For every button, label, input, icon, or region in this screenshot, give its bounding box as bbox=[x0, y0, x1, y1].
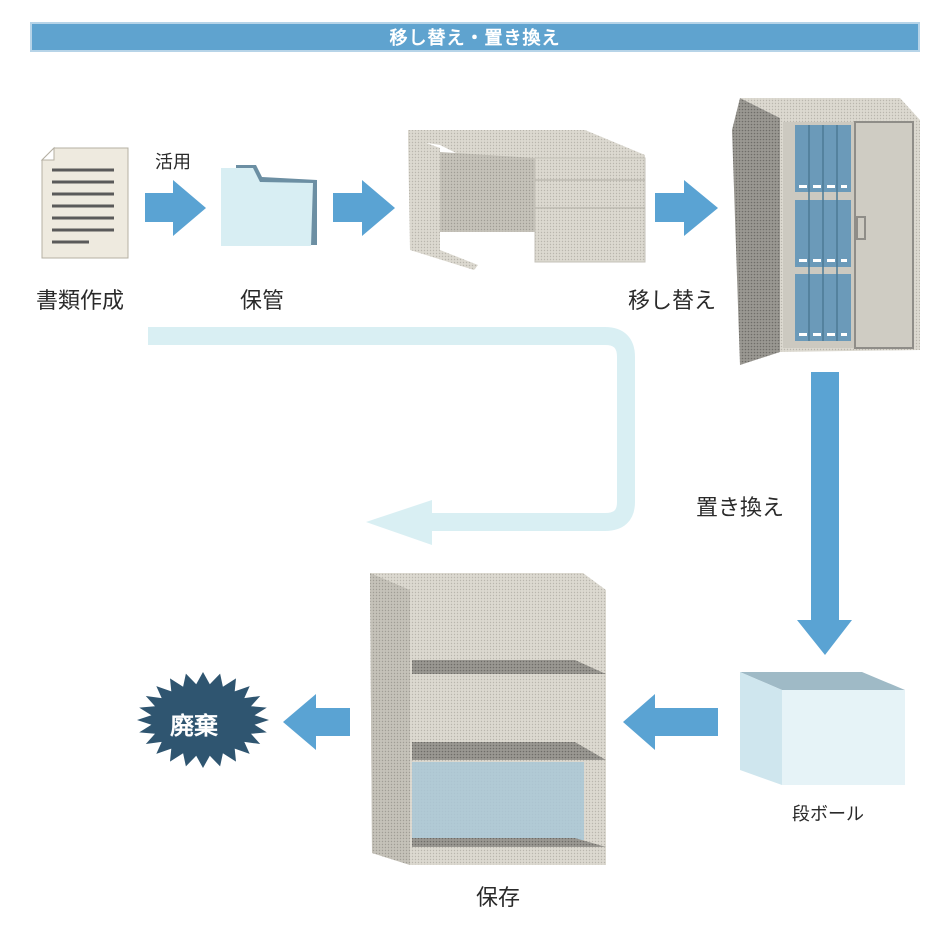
document-icon bbox=[40, 146, 129, 259]
shelf-icon bbox=[370, 573, 606, 865]
replace-label: 置き換え bbox=[696, 496, 785, 521]
folder-label: 保管 bbox=[240, 289, 285, 314]
burst-icon bbox=[137, 672, 269, 768]
arrow-right-2 bbox=[333, 180, 395, 236]
return-arrow bbox=[148, 327, 635, 531]
document-label: 書類作成 bbox=[36, 289, 125, 314]
arrow-right-3 bbox=[655, 180, 718, 236]
use-label: 活用 bbox=[155, 152, 191, 173]
arrow-right-1 bbox=[145, 180, 206, 236]
folder-icon bbox=[221, 165, 317, 246]
arrow-left-2 bbox=[283, 694, 350, 750]
cabinet-icon bbox=[732, 98, 920, 365]
diagram-title: 移し替え・置き換え bbox=[389, 28, 561, 49]
return-arrow-head bbox=[366, 500, 432, 545]
cabinet-label: 移し替え bbox=[628, 289, 717, 314]
arrow-left-1 bbox=[623, 694, 718, 750]
disposal-label: 廃棄 bbox=[170, 712, 218, 740]
cardboard-box-icon bbox=[740, 672, 905, 785]
box-label: 段ボール bbox=[792, 804, 864, 825]
desk-icon bbox=[408, 130, 646, 270]
arrow-down bbox=[797, 372, 852, 655]
shelf-label: 保存 bbox=[476, 886, 521, 911]
title-bar: 移し替え・置き換え bbox=[30, 22, 920, 52]
